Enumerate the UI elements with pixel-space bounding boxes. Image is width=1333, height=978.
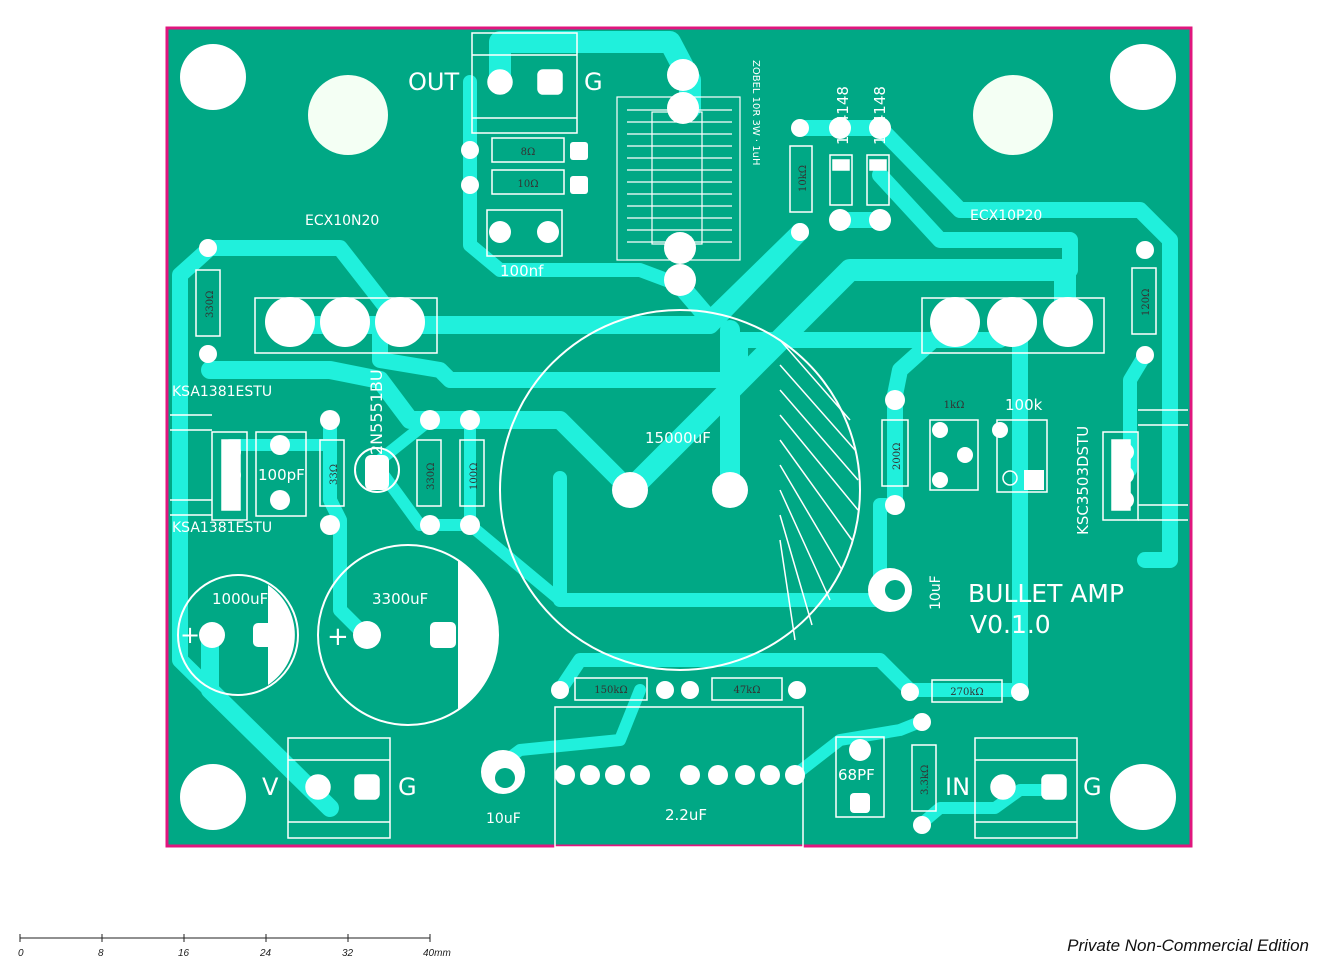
label-r-120: 120Ω xyxy=(1141,289,1152,316)
transistor-ecx10n20 xyxy=(254,297,438,354)
capacitor-3300uf xyxy=(317,544,499,726)
label-r-47k: 47kΩ xyxy=(733,685,760,696)
ruler-tick-16: 16 xyxy=(178,948,190,959)
board-title: BULLET AMP xyxy=(968,579,1124,608)
label-r-10k: 10kΩ xyxy=(798,165,809,192)
label-vplus: V xyxy=(262,773,279,801)
label-ksa1381estu-bottom: KSA1381ESTU xyxy=(172,520,272,536)
label-2n5551: 2N5551BU xyxy=(367,369,386,455)
label-r-200: 200Ω xyxy=(892,443,903,470)
label-out-ground: G xyxy=(584,68,603,96)
label-out: OUT xyxy=(408,68,459,96)
label-ksa1381estu: KSA1381ESTU xyxy=(172,384,272,400)
label-c-10uf-bottom: 10uF xyxy=(486,811,521,827)
connector-input xyxy=(974,737,1078,839)
capacitor-1000uf xyxy=(177,574,299,696)
capacitor-100nf xyxy=(486,209,563,257)
label-pot-100k: 100k xyxy=(1005,396,1043,414)
plus-sign-3300uf: + xyxy=(327,622,349,652)
mounting-holes xyxy=(180,44,1176,830)
label-c-10uf-right: 10uF xyxy=(928,575,944,610)
ruler-tick-24: 24 xyxy=(259,948,272,959)
capacitor-2-2uf xyxy=(554,706,805,848)
connector-power xyxy=(287,737,391,839)
label-c-100pf: 100pF xyxy=(258,466,305,484)
label-1n4148-b: 1N4148 xyxy=(871,86,889,145)
label-c-2-2uf: 2.2uF xyxy=(665,806,707,824)
label-in: IN xyxy=(945,773,970,801)
label-c-68pf: 68PF xyxy=(838,766,875,784)
label-c-100nf: 100nf xyxy=(500,262,544,280)
label-zobel-note: ZOBEL 10R 3W · 1uH xyxy=(750,60,761,166)
capacitor-68pf xyxy=(835,736,885,818)
label-c-1000uf: 1000uF xyxy=(212,590,268,608)
trimmer-100k xyxy=(996,419,1048,493)
label-c-3300uf: 3300uF xyxy=(372,590,428,608)
label-in-ground: G xyxy=(1083,773,1102,801)
label-ecx10p20: ECX10P20 xyxy=(970,208,1042,224)
capacitor-10uf-right xyxy=(868,568,912,612)
label-r-150k: 150kΩ xyxy=(594,685,627,696)
diodes xyxy=(829,154,890,206)
zobel-pads xyxy=(664,59,699,296)
scale-ruler: 0 8 16 24 32 40mm xyxy=(18,934,451,959)
plus-sign-10uf: + xyxy=(872,591,887,612)
silk-labels: OUT G V G IN G ECX10N20 ECX10P20 KSA1381… xyxy=(172,60,1152,827)
label-v-ground: G xyxy=(398,773,417,801)
label-r-270k: 270kΩ xyxy=(950,687,983,698)
label-r-33: 33Ω xyxy=(329,464,340,485)
label-ecx10n20: ECX10N20 xyxy=(305,213,379,229)
label-1n4148-a: 1N4148 xyxy=(834,86,852,145)
ruler-tick-8: 8 xyxy=(98,948,104,959)
board-version: V0.1.0 xyxy=(970,610,1051,639)
label-r-8: 8Ω xyxy=(521,147,536,158)
ruler-tick-0: 0 xyxy=(18,948,24,959)
label-r-330-mid: 330Ω xyxy=(426,463,437,490)
ruler-tick-40: 40mm xyxy=(423,948,451,959)
capacitor-10uf-bottom xyxy=(481,750,525,794)
connector-out xyxy=(471,32,578,134)
plus-sign-1000uf: + xyxy=(180,621,200,649)
label-c-15000uf: 15000uF xyxy=(645,429,711,447)
component-pads xyxy=(199,117,1154,834)
ruler-tick-32: 32 xyxy=(342,948,354,959)
resistor-bodies xyxy=(195,137,1157,812)
edition-footer: Private Non-Commercial Edition xyxy=(1067,936,1309,955)
capacitor-100pf xyxy=(255,431,307,517)
label-r-100: 100Ω xyxy=(469,463,480,490)
transistor-ecx10p20 xyxy=(921,297,1105,354)
label-r-3k3: 3.3kΩ xyxy=(920,765,931,795)
transistor-2n5551 xyxy=(354,447,400,493)
capacitor-15000uf xyxy=(499,309,861,671)
label-ksc3503: KSC3503DSTU xyxy=(1074,426,1092,535)
trimmer-1k xyxy=(929,419,979,491)
label-r-1k: 1kΩ xyxy=(944,400,965,411)
label-r-10: 10Ω xyxy=(517,179,538,190)
label-r-330-left: 330Ω xyxy=(205,291,216,318)
